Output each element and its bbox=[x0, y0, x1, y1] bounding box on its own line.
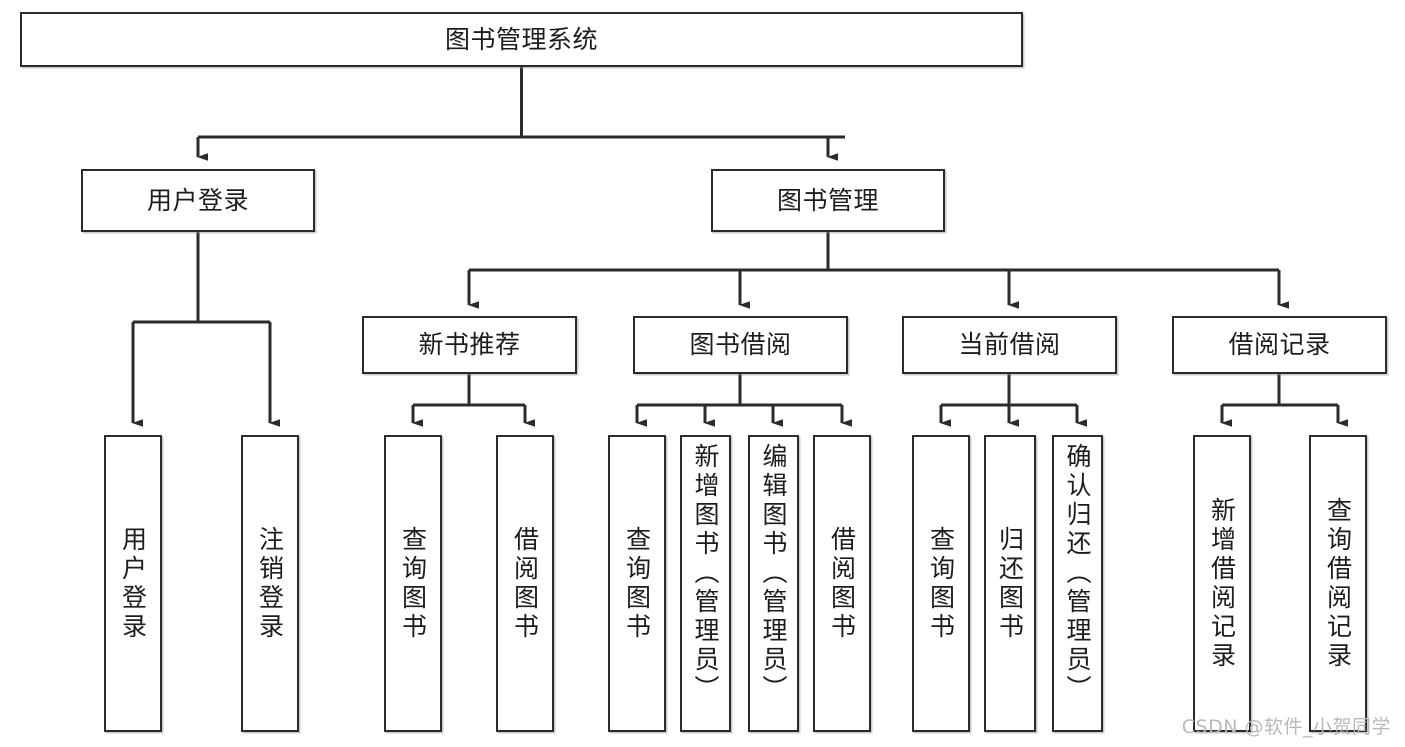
node-leaf-borrow-book-2[interactable]: 借阅图书 bbox=[813, 435, 871, 732]
node-leaf-query-book-3[interactable]: 查询图书 bbox=[912, 435, 970, 732]
node-new-book-rec-label: 新书推荐 bbox=[418, 330, 521, 359]
node-leaf-edit-book-label: 编辑图书（管理员） bbox=[759, 443, 788, 704]
node-leaf-borrow-book-2-label: 借阅图书 bbox=[827, 525, 857, 642]
node-leaf-query-book-3-label: 查询图书 bbox=[926, 525, 956, 642]
node-leaf-confirm-return-label: 确认归还（管理员） bbox=[1063, 443, 1092, 704]
node-leaf-edit-book[interactable]: 编辑图书（管理员） bbox=[748, 435, 799, 732]
node-leaf-add-record-label: 新增借阅记录 bbox=[1207, 496, 1237, 671]
node-leaf-add-book-label: 新增图书（管理员） bbox=[691, 443, 720, 704]
csdn-watermark: CSDN @软件_小贺同学 bbox=[1181, 716, 1391, 738]
node-leaf-query-record-label: 查询借阅记录 bbox=[1323, 496, 1353, 671]
node-book-manage-label: 图书管理 bbox=[776, 185, 879, 215]
node-leaf-query-book-1-label: 查询图书 bbox=[398, 525, 428, 642]
node-leaf-borrow-book-1-label: 借阅图书 bbox=[510, 525, 540, 642]
node-leaf-add-record[interactable]: 新增借阅记录 bbox=[1193, 435, 1251, 732]
node-leaf-borrow-book-1[interactable]: 借阅图书 bbox=[496, 435, 554, 732]
node-user-login-label: 用户登录 bbox=[146, 185, 249, 215]
node-book-borrow-label: 图书借阅 bbox=[689, 330, 792, 359]
node-leaf-confirm-return[interactable]: 确认归还（管理员） bbox=[1052, 435, 1103, 732]
node-book-borrow[interactable]: 图书借阅 bbox=[633, 316, 848, 374]
node-book-manage[interactable]: 图书管理 bbox=[711, 169, 945, 232]
node-user-login[interactable]: 用户登录 bbox=[81, 169, 315, 232]
node-leaf-query-record[interactable]: 查询借阅记录 bbox=[1309, 435, 1367, 732]
node-root[interactable]: 图书管理系统 bbox=[20, 12, 1023, 67]
node-leaf-query-book-2[interactable]: 查询图书 bbox=[608, 435, 666, 732]
node-current-borrow-label: 当前借阅 bbox=[958, 330, 1061, 359]
node-current-borrow[interactable]: 当前借阅 bbox=[902, 316, 1117, 374]
node-leaf-query-book-2-label: 查询图书 bbox=[622, 525, 652, 642]
node-borrow-record-label: 借阅记录 bbox=[1228, 330, 1331, 359]
node-borrow-record[interactable]: 借阅记录 bbox=[1172, 316, 1387, 374]
node-leaf-logout-login-label: 注销登录 bbox=[255, 525, 285, 642]
node-leaf-user-login-label: 用户登录 bbox=[118, 525, 148, 642]
node-leaf-return-book-label: 归还图书 bbox=[995, 525, 1025, 642]
node-leaf-return-book[interactable]: 归还图书 bbox=[984, 435, 1036, 732]
node-new-book-rec[interactable]: 新书推荐 bbox=[362, 316, 577, 374]
node-leaf-query-book-1[interactable]: 查询图书 bbox=[384, 435, 442, 732]
node-leaf-user-login[interactable]: 用户登录 bbox=[104, 435, 162, 732]
node-root-label: 图书管理系统 bbox=[444, 24, 598, 54]
node-leaf-add-book[interactable]: 新增图书（管理员） bbox=[680, 435, 731, 732]
node-leaf-logout-login[interactable]: 注销登录 bbox=[241, 435, 299, 732]
